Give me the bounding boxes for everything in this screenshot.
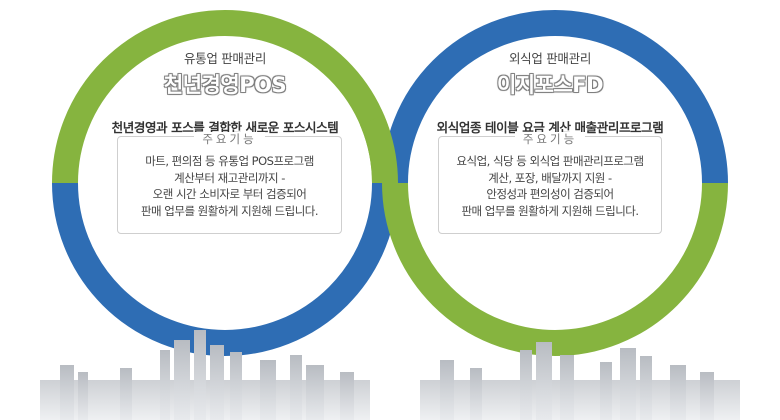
right-features-text: 요식업, 식당 등 외식업 판매관리프로그램 계산, 포장, 배달까지 지원 -… bbox=[439, 137, 661, 219]
left-features-box: 주요기능 마트, 편의점 등 유통업 POS프로그램 계산부터 재고관리까지 -… bbox=[117, 132, 342, 234]
left-subtitle: 유통업 판매관리 bbox=[183, 51, 267, 66]
right-box-rule-left bbox=[449, 136, 489, 137]
right-feature-line: 판매 업무를 원활하게 지원해 드립니다. bbox=[461, 203, 639, 218]
right-subtitle: 외식업 판매관리 bbox=[508, 51, 592, 66]
left-feature-line: 마트, 편의점 등 유통업 POS프로그램 bbox=[145, 154, 314, 168]
left-feature-line: 계산부터 재고관리까지 - bbox=[174, 170, 285, 185]
right-features-box: 주요기능 요식업, 식당 등 외식업 판매관리프로그램 계산, 포장, 배달까지… bbox=[438, 132, 662, 234]
right-box-rule-right bbox=[611, 136, 651, 137]
right-feature-line: 요식업, 식당 등 외식업 판매관리프로그램 bbox=[456, 154, 644, 168]
right-box-title: 주요기능 bbox=[514, 132, 586, 146]
right-ring bbox=[382, 10, 728, 356]
left-features-text: 마트, 편의점 등 유통업 POS프로그램 계산부터 재고관리까지 - 오랜 시… bbox=[118, 137, 341, 219]
left-tagline: 천년경영과 포스를 결합한 새로운 포스시스템 bbox=[111, 120, 339, 135]
skyline-right bbox=[420, 342, 740, 420]
left-box-title: 주요기능 bbox=[194, 132, 265, 146]
left-ring-overlap bbox=[359, 114, 398, 184]
skyline-left bbox=[40, 330, 370, 420]
right-tagline: 외식업종 테이블 요금 계산 매출관리프로그램 bbox=[436, 120, 664, 135]
right-product-card: 외식업 판매관리 이지포스FD 외식업종 테이블 요금 계산 매출관리프로그램 bbox=[435, 48, 665, 136]
left-product-card: 유통업 판매관리 천년경영POS 천년경영과 포스를 결합한 새로운 포스시스템 bbox=[110, 48, 340, 136]
left-brand-title: 천년경영POS bbox=[163, 73, 287, 97]
right-brand-title: 이지포스FD bbox=[496, 73, 604, 97]
right-feature-line: 안정성과 편의성이 검증되어 bbox=[486, 187, 614, 201]
left-feature-line: 판매 업무를 원활하게 지원해 드립니다. bbox=[140, 203, 319, 218]
left-box-rule-left bbox=[128, 136, 168, 137]
left-feature-line: 오랜 시간 소비자로 부터 검증되어 bbox=[152, 187, 307, 201]
right-feature-line: 계산, 포장, 배달까지 지원 - bbox=[488, 170, 612, 185]
left-box-rule-right bbox=[291, 136, 331, 137]
left-ring bbox=[52, 10, 398, 356]
